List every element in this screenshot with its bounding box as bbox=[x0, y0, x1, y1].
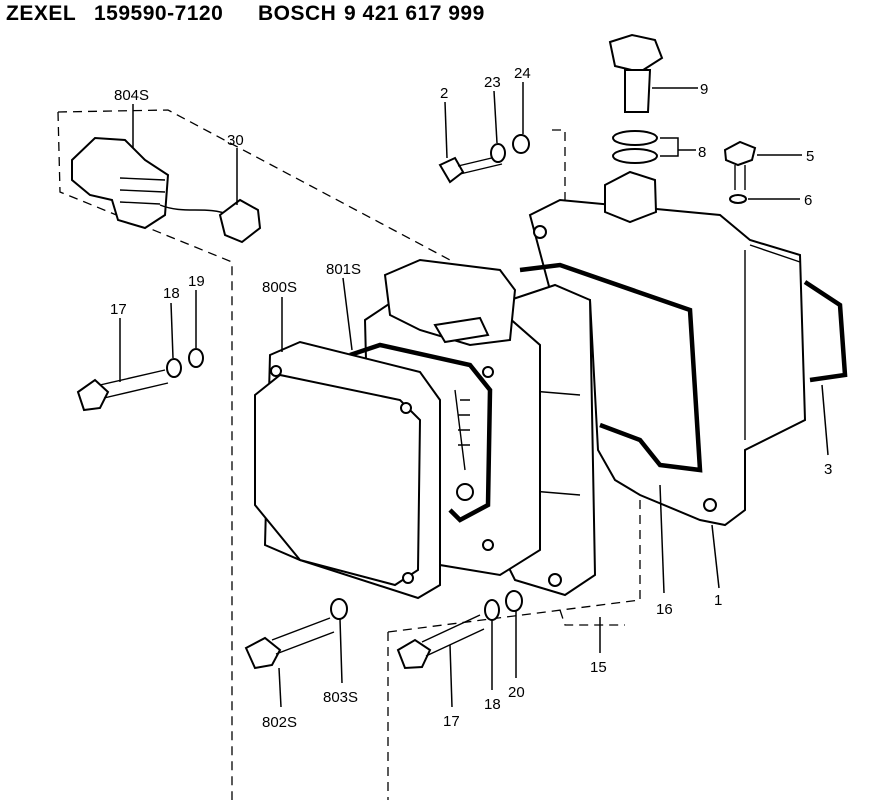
callout-9: 9 bbox=[700, 81, 708, 98]
housing-edge bbox=[744, 244, 801, 440]
housing-bolt-hole-top bbox=[533, 225, 547, 239]
bolt-802s-shank bbox=[271, 617, 335, 655]
actuator-spring bbox=[454, 389, 470, 471]
callout-19: 19 bbox=[188, 273, 205, 290]
gasket-801s bbox=[349, 342, 493, 523]
leader-17-lower bbox=[449, 644, 453, 708]
bolt-group-17-lower bbox=[396, 590, 523, 670]
washer-20 bbox=[505, 590, 523, 612]
cover-bolt-hole-2 bbox=[400, 402, 412, 414]
screw-5-shank bbox=[734, 165, 746, 190]
callout-804s: 804S bbox=[114, 87, 149, 104]
washer-19 bbox=[188, 348, 204, 368]
screw-group-5 bbox=[723, 140, 757, 204]
header-part-number-zexel: 159590-7120 bbox=[94, 2, 224, 25]
cover-bolt-hole-3 bbox=[402, 572, 414, 584]
bolt-17-head-lower bbox=[396, 638, 432, 670]
callout-24: 24 bbox=[514, 65, 531, 82]
actuator-bolt-hole bbox=[482, 539, 494, 551]
callout-2: 2 bbox=[440, 85, 448, 102]
housing-body bbox=[528, 198, 807, 527]
callout-800s: 800S bbox=[262, 279, 297, 296]
bolt-9-shank bbox=[624, 69, 652, 113]
callout-20: 20 bbox=[508, 684, 525, 701]
bolt-17-head-upper bbox=[76, 378, 110, 412]
leader-3 bbox=[821, 384, 829, 456]
header-brand-zexel: ZEXEL bbox=[6, 2, 77, 25]
connector-804s bbox=[71, 136, 262, 244]
grommet-30 bbox=[218, 198, 262, 244]
washer-8-lower bbox=[612, 148, 658, 164]
actuator-bolt-hole-top bbox=[482, 366, 494, 378]
washer-18-upper bbox=[166, 358, 182, 378]
callout-801s: 801S bbox=[326, 261, 361, 278]
callout-17-lower: 17 bbox=[443, 713, 460, 730]
callout-5: 5 bbox=[806, 148, 814, 165]
leader-23 bbox=[493, 90, 498, 144]
connector-ribs bbox=[119, 177, 166, 205]
callout-17-upper: 17 bbox=[110, 301, 127, 318]
leader-1 bbox=[711, 524, 720, 589]
callout-803s: 803S bbox=[323, 689, 358, 706]
fitting-nut bbox=[604, 170, 658, 224]
group-outline-15 bbox=[559, 609, 625, 626]
header-brand-bosch: BOSCH bbox=[258, 2, 337, 25]
washer-18-lower bbox=[484, 599, 500, 621]
washer-6 bbox=[729, 194, 747, 204]
housing-bolt-hole bbox=[703, 498, 717, 512]
connector-body bbox=[71, 136, 170, 230]
bolt-group-9 bbox=[604, 33, 664, 224]
washer-23 bbox=[490, 143, 506, 163]
callout-18-upper: 18 bbox=[163, 285, 180, 302]
leader-16 bbox=[659, 484, 665, 594]
leader-2 bbox=[444, 101, 448, 159]
callout-6: 6 bbox=[804, 192, 812, 209]
leader-18-upper bbox=[170, 302, 174, 359]
screw-group-2 bbox=[438, 134, 530, 184]
bolt-group-17-upper bbox=[76, 348, 204, 412]
leader-lines bbox=[119, 82, 829, 708]
callout-23: 23 bbox=[484, 74, 501, 91]
callout-30: 30 bbox=[227, 132, 244, 149]
callout-3: 3 bbox=[824, 461, 832, 478]
actuator-pivot bbox=[456, 483, 474, 501]
callout-8: 8 bbox=[698, 144, 706, 161]
bolt-9-head bbox=[608, 33, 664, 74]
bolt-17-shank-upper bbox=[99, 369, 169, 399]
callout-1: 1 bbox=[714, 592, 722, 609]
callout-labels: 804S 30 2 23 24 9 8 5 6 17 18 19 800S 80… bbox=[110, 65, 832, 731]
bolt-17-shank-lower bbox=[421, 614, 485, 657]
gasket-loop-3 bbox=[803, 280, 848, 383]
leader-8 bbox=[660, 137, 696, 157]
bolt-group-802s bbox=[244, 598, 348, 670]
leader-802s bbox=[278, 667, 282, 708]
washer-8-upper bbox=[612, 130, 658, 146]
bolt-802s-head bbox=[244, 636, 282, 670]
screw-5-head bbox=[723, 140, 757, 167]
cover-bolt-hole-1 bbox=[270, 365, 282, 377]
header: ZEXEL 159590-7120 BOSCH 9 421 617 999 bbox=[6, 2, 485, 26]
screw-2-head bbox=[438, 156, 465, 184]
washer-803s bbox=[330, 598, 348, 620]
cover-dome bbox=[254, 373, 422, 587]
cover-800s bbox=[254, 340, 441, 600]
header-part-number-bosch: 9 421 617 999 bbox=[344, 2, 485, 25]
plate-bolt-hole bbox=[548, 573, 562, 587]
connector-wire bbox=[159, 204, 231, 216]
gasket-16 bbox=[519, 262, 703, 473]
callout-18-lower: 18 bbox=[484, 696, 501, 713]
actuator-link bbox=[433, 316, 490, 344]
washer-24 bbox=[512, 134, 530, 154]
leader-801s bbox=[342, 277, 353, 351]
leader-803s bbox=[339, 618, 343, 684]
main-housing bbox=[519, 198, 848, 527]
callout-802s: 802S bbox=[262, 714, 297, 731]
callout-16: 16 bbox=[656, 601, 673, 618]
callout-15: 15 bbox=[590, 659, 607, 676]
